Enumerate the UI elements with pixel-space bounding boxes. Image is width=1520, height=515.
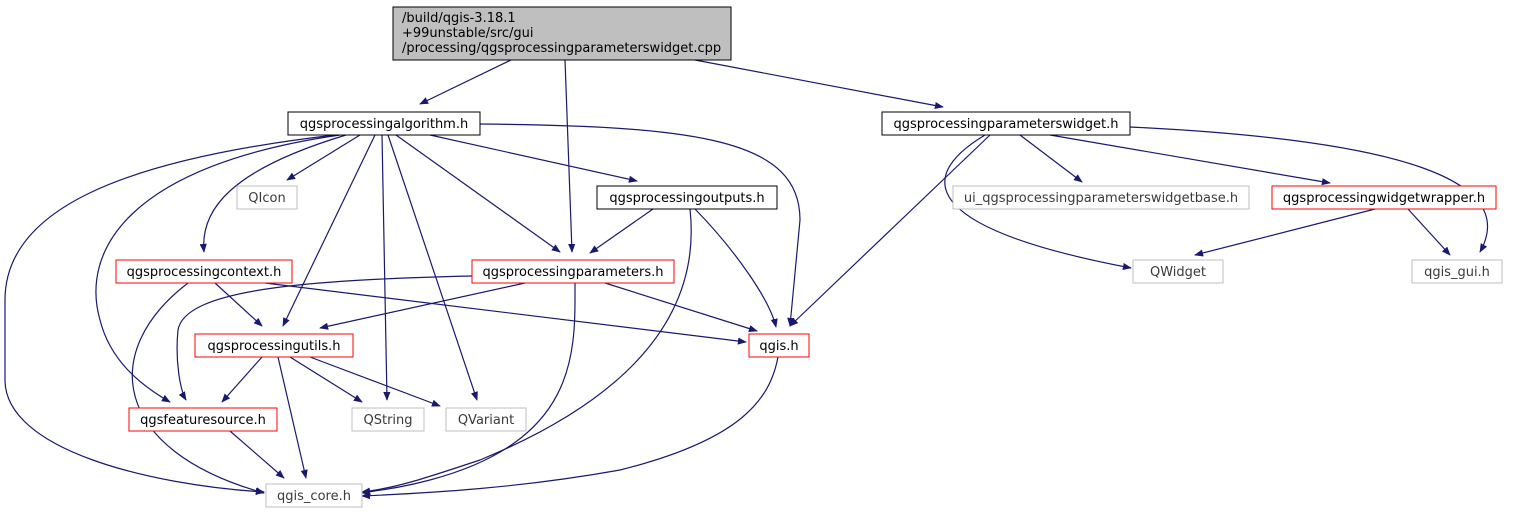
node-outputs[interactable]: qgsprocessingoutputs.h bbox=[596, 185, 778, 210]
node-qstring: QString bbox=[351, 407, 425, 432]
node-algorithm[interactable]: qgsprocessingalgorithm.h bbox=[287, 111, 481, 136]
node-label-root-line-2: +99unstable/src/gui bbox=[402, 26, 533, 41]
edge-parameters-to-qgiscore bbox=[361, 282, 576, 496]
node-label-algorithm: qgsprocessingalgorithm.h bbox=[300, 117, 468, 132]
edges-layer bbox=[4, 59, 1489, 500]
edge-algorithm-to-qstring bbox=[381, 134, 391, 401]
edge-utils-to-qvariant bbox=[309, 356, 441, 407]
edge-paramwidget-to-qgisgui bbox=[1129, 126, 1489, 253]
nodes-layer: /build/qgis-3.18.1+99unstable/src/gui/pr… bbox=[115, 6, 1503, 508]
node-box-qvariant bbox=[445, 407, 527, 432]
node-label-outputs: qgsprocessingoutputs.h bbox=[609, 191, 764, 206]
edge-algorithm-to-parameters bbox=[395, 134, 561, 253]
edge-utils-to-qstring bbox=[289, 356, 363, 403]
node-label-root-line-3: /processing/qgsprocessingparameterswidge… bbox=[402, 41, 721, 56]
node-box-parameters bbox=[471, 259, 675, 284]
node-label-featuresource: qgsfeaturesource.h bbox=[140, 413, 266, 428]
node-box-utils bbox=[194, 333, 354, 358]
node-box-qgiscore bbox=[265, 483, 363, 508]
node-label-qvariant: QVariant bbox=[458, 413, 514, 428]
node-parameters[interactable]: qgsprocessingparameters.h bbox=[471, 259, 675, 284]
node-box-qwidget bbox=[1132, 259, 1224, 284]
node-label-wrapper: qgsprocessingwidgetwrapper.h bbox=[1283, 191, 1485, 206]
edge-featuresource-to-qgiscore bbox=[229, 430, 285, 479]
edge-wrapper-to-qgisgui bbox=[1407, 208, 1451, 256]
node-label-utils: qgsprocessingutils.h bbox=[207, 339, 340, 354]
edge-context-to-qgis bbox=[264, 282, 747, 345]
edge-outputs-to-parameters bbox=[589, 208, 654, 254]
edge-parameters-to-qgis bbox=[604, 282, 758, 332]
node-featuresource[interactable]: qgsfeaturesource.h bbox=[128, 407, 278, 432]
edge-outputs-to-qgis bbox=[694, 208, 778, 328]
edge-algorithm-to-context bbox=[199, 134, 347, 253]
node-root[interactable]: /build/qgis-3.18.1+99unstable/src/gui/pr… bbox=[392, 6, 732, 61]
node-qgis[interactable]: qgis.h bbox=[748, 333, 810, 358]
node-label-qwidget: QWidget bbox=[1150, 265, 1206, 280]
node-box-wrapper bbox=[1271, 185, 1497, 210]
edge-paramwidget-to-wrapper bbox=[1049, 134, 1331, 186]
edge-root-to-algorithm bbox=[419, 59, 512, 105]
edge-wrapper-to-qwidget bbox=[1194, 208, 1376, 257]
node-box-root bbox=[392, 6, 732, 61]
node-label-qgisgui: qgis_gui.h bbox=[1424, 265, 1490, 280]
node-label-parameters: qgsprocessingparameters.h bbox=[482, 265, 663, 280]
node-utils[interactable]: qgsprocessingutils.h bbox=[194, 333, 354, 358]
node-wrapper[interactable]: qgsprocessingwidgetwrapper.h bbox=[1271, 185, 1497, 210]
node-uibase: ui_qgsprocessingparameterswidgetbase.h bbox=[952, 185, 1250, 210]
node-label-qgis: qgis.h bbox=[759, 339, 798, 354]
node-qicon: QIcon bbox=[236, 185, 298, 210]
edge-algorithm-to-qgiscore bbox=[4, 134, 336, 496]
node-box-qicon bbox=[236, 185, 298, 210]
node-label-root-line-1: /build/qgis-3.18.1 bbox=[402, 11, 516, 26]
edge-root-to-parameters bbox=[564, 59, 576, 253]
node-qwidget: QWidget bbox=[1132, 259, 1224, 284]
edge-algorithm-to-qvariant bbox=[387, 134, 478, 401]
edge-paramwidget-to-uibase bbox=[1019, 134, 1083, 183]
node-box-qgis bbox=[748, 333, 810, 358]
node-box-context bbox=[115, 259, 293, 284]
node-box-qgisgui bbox=[1411, 259, 1503, 284]
node-context[interactable]: qgsprocessingcontext.h bbox=[115, 259, 293, 284]
edge-parameters-to-utils bbox=[319, 282, 526, 330]
edge-context-to-qgiscore bbox=[131, 282, 265, 495]
node-label-qicon: QIcon bbox=[248, 191, 285, 206]
node-label-qgiscore: qgis_core.h bbox=[277, 489, 351, 504]
edge-algorithm-to-qicon bbox=[286, 134, 361, 181]
node-label-context: qgsprocessingcontext.h bbox=[127, 265, 282, 280]
node-box-featuresource bbox=[128, 407, 278, 432]
edge-algorithm-to-outputs bbox=[429, 134, 638, 183]
edge-algorithm-to-qgis bbox=[479, 123, 801, 327]
edge-context-to-utils bbox=[214, 282, 263, 327]
node-box-outputs bbox=[596, 185, 778, 210]
node-label-uibase: ui_qgsprocessingparameterswidgetbase.h bbox=[964, 191, 1238, 206]
node-qgisgui: qgis_gui.h bbox=[1411, 259, 1503, 284]
node-qvariant: QVariant bbox=[445, 407, 527, 432]
node-box-qstring bbox=[351, 407, 425, 432]
edge-utils-to-qgiscore bbox=[277, 356, 308, 479]
node-box-uibase bbox=[952, 185, 1250, 210]
edge-qgis-to-qgiscore bbox=[361, 356, 779, 500]
node-paramwidget[interactable]: qgsprocessingparameterswidget.h bbox=[881, 111, 1131, 136]
edge-utils-to-featuresource bbox=[221, 356, 263, 403]
edge-parameters-to-featuresource bbox=[176, 275, 473, 401]
node-qgiscore: qgis_core.h bbox=[265, 483, 363, 508]
edge-algorithm-to-utils bbox=[282, 134, 376, 327]
node-box-paramwidget bbox=[881, 111, 1131, 136]
edge-paramwidget-to-qgis bbox=[789, 134, 991, 327]
node-box-algorithm bbox=[287, 111, 481, 136]
node-label-qstring: QString bbox=[363, 413, 412, 428]
node-label-paramwidget: qgsprocessingparameterswidget.h bbox=[894, 117, 1119, 132]
edge-root-to-paramwidget bbox=[694, 59, 944, 110]
edge-outputs-to-qgiscore bbox=[361, 208, 692, 495]
